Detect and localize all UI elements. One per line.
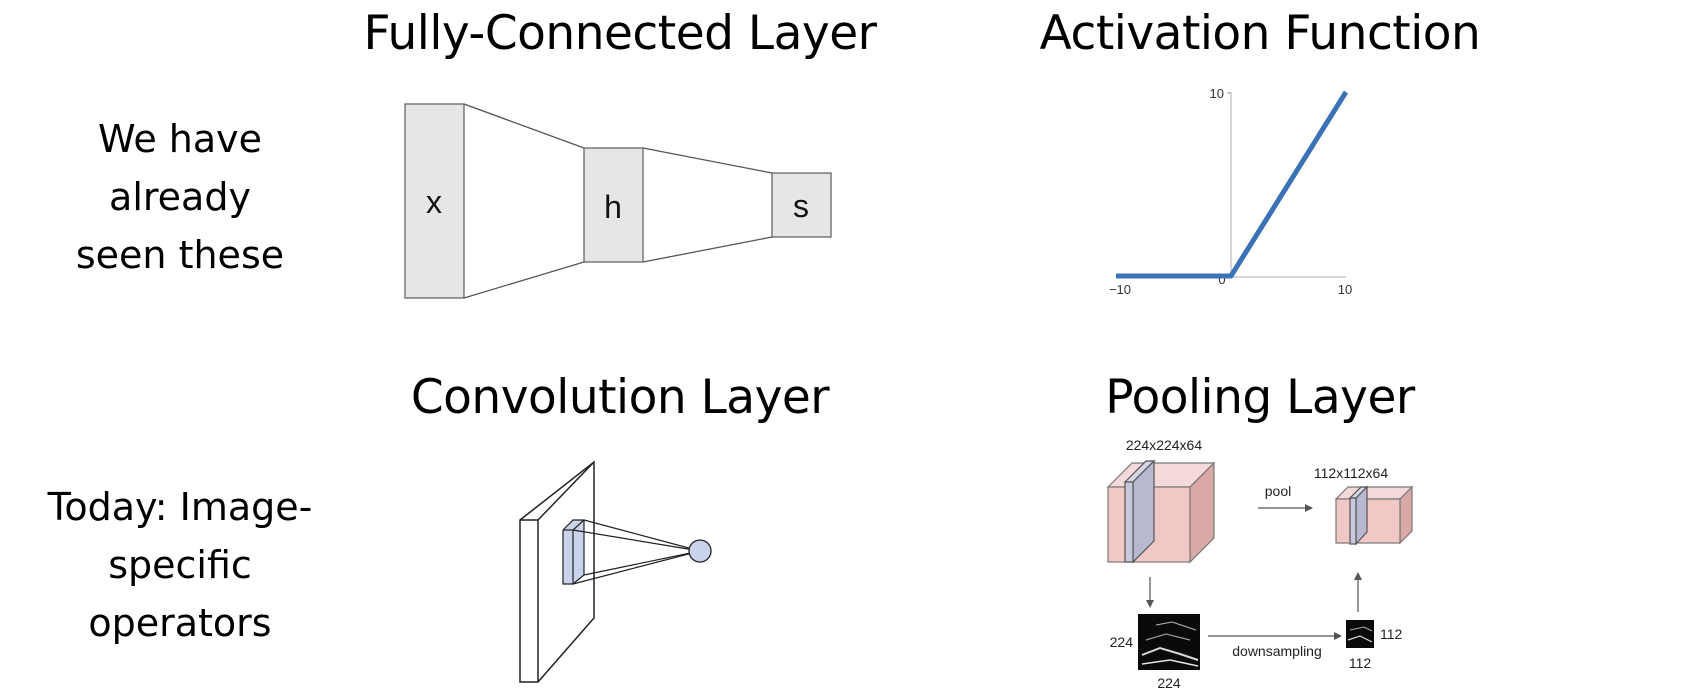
- relu-x-tick-max: 10: [1338, 282, 1352, 297]
- relu-x-tick-min: −10: [1109, 282, 1131, 297]
- intro-label: We have already seen these: [40, 110, 320, 284]
- pool-output-slice: [1348, 485, 1369, 546]
- conv-title: Convolution Layer: [410, 370, 830, 425]
- pool-title: Pooling Layer: [1105, 370, 1415, 425]
- intro-line-2: already: [109, 175, 251, 219]
- today-line-1: Today: Image-: [47, 485, 313, 529]
- activation-title: Activation Function: [1039, 6, 1481, 61]
- pool-arrow-label: pool: [1265, 483, 1291, 499]
- relu-y-tick-label: 10: [1210, 86, 1224, 101]
- intro-line-3: seen these: [75, 233, 285, 277]
- fc-label-s: s: [793, 188, 809, 224]
- conv-output-neuron: [688, 539, 712, 563]
- fc-box-h: [583, 147, 644, 263]
- pool-input-image: [1138, 614, 1200, 670]
- fc-label-x: x: [426, 184, 442, 220]
- pool-output-image: [1346, 620, 1374, 648]
- relu-x-tick-zero: 0: [1218, 272, 1225, 287]
- fc-title: Fully-Connected Layer: [363, 6, 877, 61]
- fc-box-s: [771, 172, 832, 238]
- today-line-3: operators: [88, 601, 272, 645]
- downsampling-label: downsampling: [1232, 643, 1322, 659]
- pool-input-slice: [1123, 459, 1156, 564]
- fc-box-x: [404, 103, 465, 299]
- today-label: Today: Image- specific operators: [30, 478, 330, 652]
- pool-input-cube: [1106, 461, 1216, 564]
- pool-img-in-side: 224: [1110, 634, 1134, 650]
- pool-output-dims: 112x112x64: [1314, 465, 1388, 481]
- pool-img-in-bottom: 224: [1157, 675, 1181, 691]
- pool-input-dims: 224x224x64: [1126, 437, 1203, 453]
- today-line-2: specific: [108, 543, 252, 587]
- intro-line-1: We have: [97, 117, 263, 161]
- pool-img-out-bottom: 112: [1349, 655, 1372, 671]
- pool-img-out-side: 112: [1380, 626, 1403, 642]
- relu-curve: [1116, 90, 1349, 279]
- fc-label-h: h: [604, 189, 622, 225]
- pool-output-cube: [1334, 485, 1414, 545]
